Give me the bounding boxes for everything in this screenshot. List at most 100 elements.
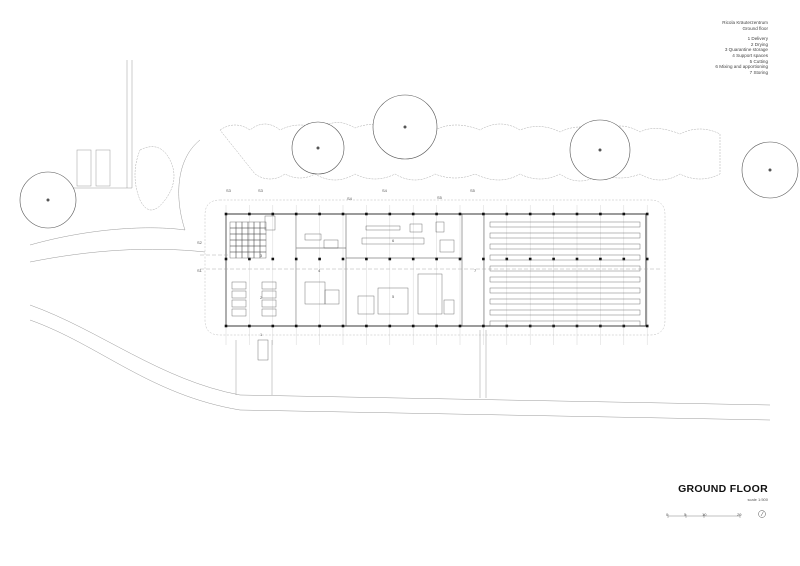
project-name: Ricola Kräuterzentrum	[722, 20, 768, 25]
drying-grid-cell	[241, 239, 249, 247]
scale-bar	[667, 514, 741, 518]
column	[599, 212, 602, 216]
site-lines	[29, 60, 771, 421]
floor-name: Ground floor	[742, 25, 768, 31]
svg-text:2: 2	[260, 295, 263, 300]
drying-grid-cell	[229, 233, 237, 241]
svg-text:7: 7	[474, 268, 477, 273]
column	[575, 257, 579, 261]
drying-grid-cell	[241, 233, 249, 241]
svg-text:4: 4	[318, 268, 321, 273]
column	[482, 324, 485, 328]
drying-bed	[261, 308, 277, 317]
storage-rack	[489, 320, 641, 327]
svg-text:S4: S4	[347, 196, 353, 201]
column	[458, 212, 462, 216]
column	[224, 212, 228, 216]
drying-grid-cell	[241, 227, 249, 235]
column	[365, 324, 368, 328]
drying-grid-cell	[253, 245, 261, 253]
column	[411, 212, 415, 216]
column	[294, 257, 298, 261]
section-labels: S3 S3 S4 S4 S5 S5 S2 S1 3 2 4 6 5 7 1	[197, 188, 477, 337]
building-plan	[200, 199, 666, 361]
svg-text:S3: S3	[258, 188, 264, 193]
drying-grid-cell	[229, 221, 237, 229]
drying-bed	[261, 281, 277, 290]
vegetation-hedge	[134, 122, 721, 211]
svg-text:1: 1	[260, 332, 263, 337]
storage-rack	[489, 221, 641, 228]
svg-text:S5: S5	[470, 188, 476, 193]
column	[365, 212, 368, 216]
column	[482, 257, 485, 261]
column	[622, 212, 626, 216]
drying-grid-cell	[235, 239, 243, 247]
scale-tick-label: 10	[702, 512, 707, 517]
drying-grid-cell	[241, 251, 249, 259]
column	[435, 212, 438, 216]
storage-rack	[489, 254, 641, 261]
legend-item: 1 Delivery	[747, 36, 768, 42]
column	[318, 212, 321, 216]
storage-rack	[489, 309, 641, 316]
column	[622, 257, 626, 261]
drying-grid-cell	[241, 245, 249, 253]
drying-bed	[231, 299, 247, 308]
drying-grid-cell	[247, 239, 255, 247]
svg-text:3: 3	[260, 253, 263, 258]
column	[552, 212, 555, 216]
svg-text:S3: S3	[226, 188, 232, 193]
svg-text:S5: S5	[437, 195, 443, 200]
column	[388, 324, 392, 328]
column	[224, 257, 228, 261]
column	[271, 212, 275, 216]
legend: Ricola Kräuterzentrum Ground floor 1 Del…	[715, 20, 768, 75]
drying-bed	[261, 299, 277, 308]
column	[411, 324, 415, 328]
storage-rack	[489, 276, 641, 283]
legend-item: 6 Mixing and apportioning	[715, 64, 768, 70]
scale-tick-label: 20	[737, 512, 742, 517]
svg-text:6: 6	[392, 238, 395, 243]
legend-item: 7 Storing	[749, 69, 768, 75]
drying-grid-cell	[247, 251, 255, 259]
column	[248, 212, 251, 216]
drying-bed	[231, 308, 247, 317]
drawing-title: GROUND FLOOR	[678, 483, 768, 495]
drying-grid-cell	[229, 239, 237, 247]
drying-grid-cell	[229, 251, 237, 259]
column	[365, 257, 368, 261]
column	[435, 324, 438, 328]
column	[318, 257, 321, 261]
column	[645, 257, 649, 261]
column	[341, 212, 345, 216]
column	[294, 212, 298, 216]
svg-text:S2: S2	[197, 240, 203, 245]
column	[341, 257, 345, 261]
drying-grid-cell	[247, 245, 255, 253]
drying-grid-cell	[247, 233, 255, 241]
drying-grid-cell	[247, 221, 255, 229]
column	[528, 212, 532, 216]
column	[458, 324, 462, 328]
drying-grid-cell	[235, 221, 243, 229]
drying-bed	[261, 290, 277, 299]
drying-grid-cell	[259, 233, 267, 241]
column	[482, 212, 485, 216]
storage-rack	[489, 298, 641, 305]
drying-grid-cell	[253, 233, 261, 241]
storage-rack	[489, 265, 641, 272]
legend-item: 5 Cutting	[749, 58, 768, 64]
scale-text: scale 1:500	[747, 497, 768, 502]
column	[294, 324, 298, 328]
column	[411, 257, 415, 261]
svg-text:5: 5	[392, 294, 395, 299]
drying-grid-cell	[229, 227, 237, 235]
drying-grid-cell	[259, 251, 267, 259]
column	[575, 212, 579, 216]
column	[318, 324, 321, 328]
svg-text:S4: S4	[382, 188, 388, 193]
drying-grid-cell	[259, 245, 267, 253]
